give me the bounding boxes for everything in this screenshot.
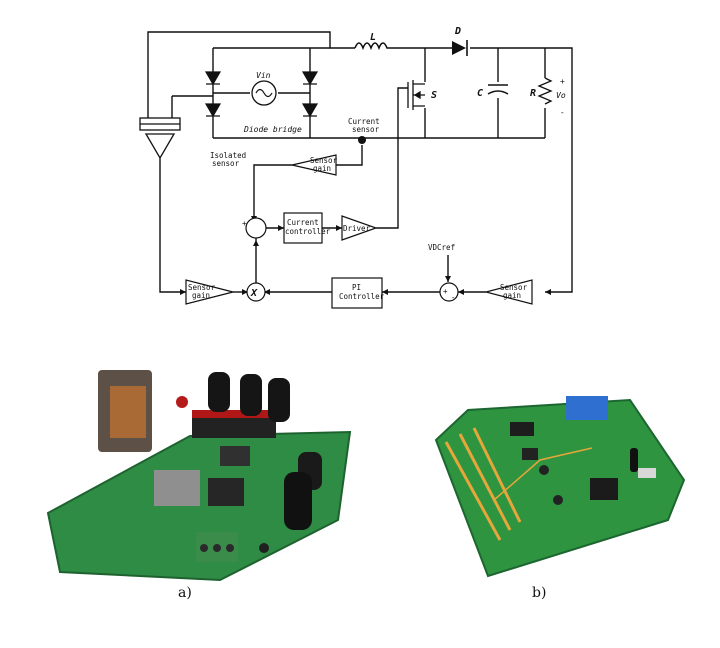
- pfc-boost-schematic: L D Vin S C R + Vo - Diode bridge Curren…: [139, 26, 573, 309]
- mosfet-switch-icon: [407, 80, 425, 110]
- label-vdcref: VDCref: [428, 243, 455, 252]
- control-board-photo: [434, 396, 686, 578]
- arrow-5: [242, 289, 248, 295]
- bridge-diode-2: [301, 71, 319, 86]
- arrow-7: [382, 289, 388, 295]
- bridge-diode-1: [204, 71, 222, 86]
- resistor-icon: [537, 77, 553, 105]
- current-sensor-dot: [358, 136, 366, 144]
- sensor-gain-output-shape: [483, 279, 533, 305]
- label-current-controller-1: Current: [287, 218, 319, 227]
- label-capacitor: C: [477, 88, 483, 99]
- label-isolated-sensor-2: sensor: [212, 159, 240, 168]
- wire-gain-to-sum: [253, 164, 292, 220]
- wire-after-diode: [470, 47, 573, 293]
- label-vin: Vin: [256, 71, 271, 80]
- label-pi-2: Controller: [339, 292, 385, 301]
- label-input-gain-1: Sensor: [188, 283, 216, 292]
- arrow-10: [445, 276, 451, 282]
- label-vo-plus: +: [560, 77, 565, 86]
- arrow-3: [336, 225, 342, 231]
- wire-current-sense: [336, 145, 363, 166]
- label-isolated-sensor-1: Isolated: [210, 151, 246, 160]
- voltage-sum-junction: [439, 282, 459, 302]
- label-sum-plus: +: [242, 219, 247, 228]
- arrow-9: [253, 240, 259, 246]
- label-current-sensor-1: Current: [348, 117, 380, 126]
- label-sum2-minus: -: [451, 293, 456, 302]
- label-diode-bridge: Diode bridge: [243, 125, 302, 134]
- bridge-diode-3: [204, 103, 222, 118]
- sensor-gain-input-shape: [185, 279, 234, 305]
- label-current-gain-2: gain: [313, 164, 331, 173]
- label-output-gain-1: Sensor: [500, 283, 528, 292]
- label-multiplier: X: [250, 288, 258, 299]
- capacitor-icon: [487, 84, 509, 95]
- label-sum2-plus: +: [443, 287, 448, 296]
- label-sum-minus: -: [254, 213, 259, 222]
- sensor-gain-current-shape: [291, 154, 337, 176]
- label-resistor: R: [530, 88, 536, 99]
- isolated-sensor-icon: [139, 117, 181, 160]
- label-diode: D: [454, 26, 461, 37]
- label-switch: S: [431, 90, 437, 101]
- label-output-gain-2: gain: [503, 291, 521, 300]
- wire-iso-down: [159, 158, 186, 293]
- hardware-photos: [46, 370, 686, 582]
- label-current-sensor-2: sensor: [352, 125, 380, 134]
- multiplier-junction: [246, 282, 266, 302]
- label-inductor: L: [370, 32, 376, 43]
- arrow-8: [458, 289, 464, 295]
- label-vo-minus: -: [560, 108, 565, 117]
- arrow-2: [278, 225, 284, 231]
- bridge-diode-4: [301, 103, 319, 118]
- wire-top-left: [147, 31, 355, 118]
- caption-a: a): [178, 585, 192, 601]
- label-driver: Driver: [343, 224, 371, 233]
- power-board-photo: [46, 370, 352, 582]
- arrow-11: [545, 289, 551, 295]
- label-current-gain-1: Sensor: [310, 156, 338, 165]
- label-current-controller-2: controller: [285, 227, 331, 236]
- driver-shape: [341, 215, 378, 241]
- label-pi-1: PI: [352, 283, 361, 292]
- current-sum-junction: [245, 217, 267, 239]
- arrow-4: [180, 289, 186, 295]
- wire-gate: [376, 87, 408, 229]
- label-input-gain-2: gain: [192, 291, 210, 300]
- label-vo: Vo: [556, 91, 566, 100]
- caption-b: b): [532, 585, 547, 601]
- output-diode-icon: [452, 41, 466, 55]
- current-controller-box: [283, 212, 323, 244]
- pi-controller-box: [331, 277, 383, 309]
- arrow-6: [264, 289, 270, 295]
- inductor-icon: [354, 42, 392, 51]
